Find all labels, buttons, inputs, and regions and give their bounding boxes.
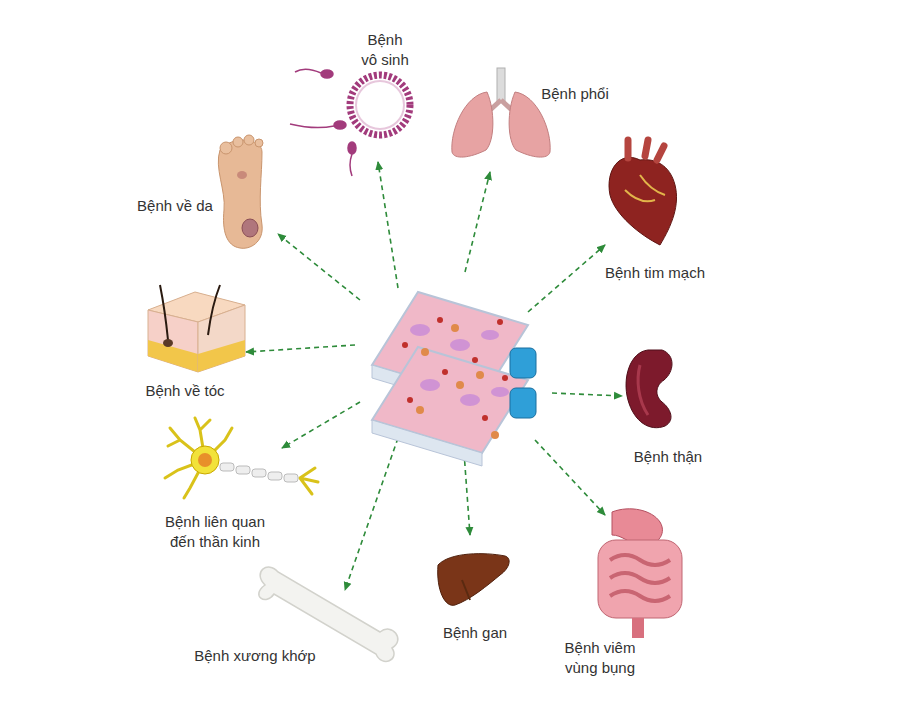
disease-label: Bệnh về tóc xyxy=(125,381,245,401)
disease-label: Bệnh phổi xyxy=(520,84,630,104)
disease-label: Bệnh thận xyxy=(613,447,723,467)
disease-label: Bệnh vô sinh xyxy=(359,30,411,70)
disease-label: Bệnh xương khớp xyxy=(175,646,335,666)
disease-label: Bệnh viêm vùng bụng xyxy=(553,638,648,678)
disease-label: Bệnh về da xyxy=(115,196,235,216)
disease-label: Bệnh tim mạch xyxy=(585,263,725,283)
disease-label: Bệnh gan xyxy=(425,623,525,643)
disease-label: Bệnh liên quan đến thần kinh xyxy=(156,512,274,552)
